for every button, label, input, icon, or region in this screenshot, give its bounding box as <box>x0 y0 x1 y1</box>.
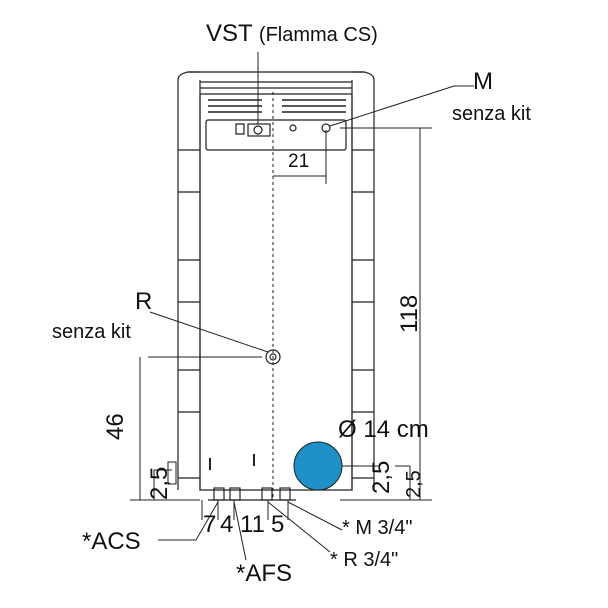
acs-label: *ACS <box>82 528 141 555</box>
dim-2-5-left-lines <box>153 461 177 500</box>
m-note: senza kit <box>452 103 531 125</box>
valve-knob <box>253 125 263 135</box>
r-connection-fitting <box>265 349 281 365</box>
bottom-dim-5: 5 <box>271 511 285 538</box>
vst-code: VST <box>206 20 253 47</box>
bottom-fittings <box>208 487 296 501</box>
dim-2-5-right-lines <box>395 465 411 500</box>
dim-46-lines <box>130 357 200 501</box>
bottom-dim-11: 11 <box>240 511 265 538</box>
dim-2-5-right: 2,5 <box>403 470 425 498</box>
dim-46: 46 <box>102 413 129 440</box>
bottom-dim-4: 4 <box>220 511 234 538</box>
top-band <box>188 71 364 95</box>
diameter-label: Ø 14 cm <box>338 416 429 443</box>
r34-label: * R 3/4" <box>330 549 399 571</box>
m-label: M <box>473 68 493 95</box>
vst-label: VST (Flamma CS) <box>206 22 378 46</box>
bottom-dim-7: 7 <box>203 511 217 538</box>
bottom-leaders <box>158 501 343 561</box>
m-leader <box>329 85 474 127</box>
dim-118: 118 <box>396 294 423 333</box>
vent-slots <box>208 99 346 113</box>
vst-note: (Flamma CS) <box>258 24 378 46</box>
dim-21-lines <box>273 130 327 184</box>
r-leader <box>149 311 269 353</box>
left-column <box>177 71 201 490</box>
m34-label: * M 3/4" <box>342 517 413 539</box>
bottom-dim-lines <box>201 500 289 520</box>
dim-118-lines <box>340 127 432 501</box>
afs-label: *AFS <box>236 560 293 587</box>
dim-2-5-flue: 2,5 <box>368 460 395 494</box>
flue-outlet <box>293 441 343 491</box>
control-panel <box>205 119 347 151</box>
dim-21: 21 <box>288 151 310 172</box>
dim-2-5-left: 2,5 <box>146 466 173 500</box>
panel-screw <box>289 124 297 132</box>
r-label: R <box>135 288 153 315</box>
body-outline <box>199 94 353 491</box>
r-note: senza kit <box>52 321 131 343</box>
vst-valve <box>247 123 271 137</box>
